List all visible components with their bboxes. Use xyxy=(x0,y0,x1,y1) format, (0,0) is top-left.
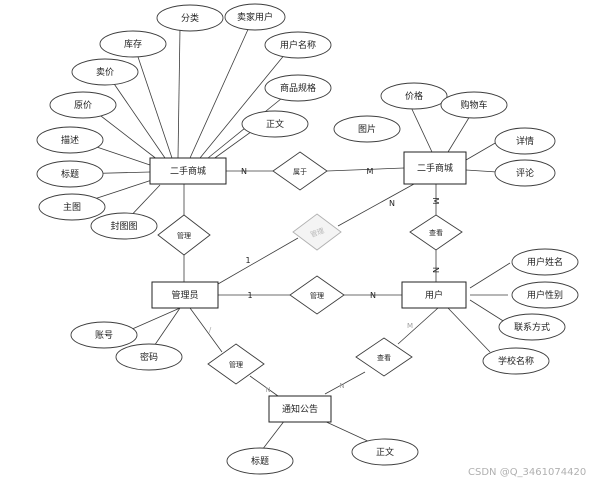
attribute-detail: 详情 xyxy=(494,127,556,155)
attribute-mainimg: 主图 xyxy=(38,193,106,221)
attribute-username: 用户名称 xyxy=(264,31,332,59)
svg-text:联系方式: 联系方式 xyxy=(514,321,550,333)
relationship-manage-user: 管理 xyxy=(289,275,345,315)
cardinality-manage-user: N xyxy=(370,291,376,300)
attribute-school: 学校名称 xyxy=(482,347,550,375)
attribute-picture: 图片 xyxy=(333,115,401,143)
entity-admin: 管理员 xyxy=(151,281,219,309)
entity-user: 用户 xyxy=(401,281,467,309)
cardinality-manage-notice: N xyxy=(265,386,270,394)
relationship-view: 查看 xyxy=(409,214,463,251)
attribute-coverimg: 封图图 xyxy=(90,212,158,240)
svg-text:卖家用户: 卖家用户 xyxy=(237,11,273,23)
attribute-category: 分类 xyxy=(156,4,224,32)
relationship-belongs: 属于 xyxy=(272,151,328,191)
cardinality-mall-belongs: N xyxy=(241,167,247,176)
svg-text:购物车: 购物车 xyxy=(460,99,487,111)
attribute-password: 密码 xyxy=(115,343,183,371)
attribute-stock: 库存 xyxy=(99,30,167,58)
svg-text:通知公告: 通知公告 xyxy=(282,403,318,415)
attribute-body1: 正文 xyxy=(241,110,309,138)
cardinality-labels: N M N 1 M N 1 N / N N M xyxy=(209,167,440,394)
svg-text:商品规格: 商品规格 xyxy=(280,82,316,94)
svg-text:标题: 标题 xyxy=(251,455,269,467)
svg-text:管理: 管理 xyxy=(310,291,324,300)
svg-text:用户性别: 用户性别 xyxy=(527,289,563,301)
svg-text:二手商城: 二手商城 xyxy=(170,165,206,177)
cardinality-admin-notice: / xyxy=(209,326,212,334)
svg-text:管理员: 管理员 xyxy=(171,289,198,301)
svg-text:用户名称: 用户名称 xyxy=(280,39,316,51)
relationship-manage-mall: 管理 xyxy=(157,214,211,256)
attribute-body2: 正文 xyxy=(351,438,419,466)
attribute-desc: 描述 xyxy=(36,126,104,154)
svg-text:二手商城: 二手商城 xyxy=(417,162,453,174)
cardinality-faint-mall2: N xyxy=(389,199,395,208)
svg-text:分类: 分类 xyxy=(181,12,199,24)
entity-notice: 通知公告 xyxy=(268,395,332,423)
attribute-gender: 用户性别 xyxy=(511,281,579,309)
cardinality-belongs-mall2: M xyxy=(367,167,374,176)
entity-mall2: 二手商城 xyxy=(403,151,467,185)
cardinality-view-user: N xyxy=(431,267,440,273)
svg-text:卖价: 卖价 xyxy=(96,67,114,78)
svg-text:正文: 正文 xyxy=(266,118,284,130)
attribute-realname: 用户姓名 xyxy=(511,248,579,276)
relationship-manage-faint: 管理 xyxy=(292,213,342,251)
svg-text:价格: 价格 xyxy=(405,90,423,102)
entity-mall: 二手商城 xyxy=(149,157,227,185)
cardinality-admin-faint: 1 xyxy=(245,256,250,265)
attribute-cart: 购物车 xyxy=(440,91,508,119)
attribute-seller: 卖家用户 xyxy=(224,3,286,31)
svg-text:详情: 详情 xyxy=(516,135,534,147)
svg-text:查看: 查看 xyxy=(429,228,443,237)
svg-text:管理: 管理 xyxy=(229,360,243,369)
attribute-title1: 标题 xyxy=(36,160,104,188)
cardinality-view-notice: N xyxy=(339,382,344,390)
relationship-view-notice: 查看 xyxy=(355,337,413,377)
svg-text:库存: 库存 xyxy=(124,38,142,50)
attribute-account: 账号 xyxy=(70,321,138,349)
svg-text:属于: 属于 xyxy=(293,168,307,176)
attribute-contact: 联系方式 xyxy=(498,313,566,341)
attribute-spec: 商品规格 xyxy=(264,74,332,102)
attribute-price-sell: 卖价 xyxy=(71,58,139,86)
svg-text:学校名称: 学校名称 xyxy=(498,355,534,367)
watermark: CSDN @Q_3461074420 xyxy=(468,467,586,478)
svg-text:查看: 查看 xyxy=(377,353,391,362)
attribute-price-orig: 原价 xyxy=(49,91,117,119)
svg-text:图片: 图片 xyxy=(358,123,376,135)
svg-text:正文: 正文 xyxy=(376,446,394,458)
svg-text:用户姓名: 用户姓名 xyxy=(527,256,563,268)
attribute-title2: 标题 xyxy=(226,447,294,475)
cardinality-admin-manage: 1 xyxy=(247,291,252,300)
svg-text:账号: 账号 xyxy=(95,330,113,341)
svg-text:标题: 标题 xyxy=(61,168,79,180)
svg-text:封图图: 封图图 xyxy=(110,220,137,232)
svg-text:管理: 管理 xyxy=(177,231,191,240)
svg-text:描述: 描述 xyxy=(61,134,79,146)
relationship-manage-notice: 管理 xyxy=(207,343,265,385)
svg-text:用户: 用户 xyxy=(425,289,443,301)
cardinality-mall2-view: M xyxy=(431,198,440,205)
cardinality-user-view: M xyxy=(407,322,413,330)
svg-text:原价: 原价 xyxy=(74,100,92,111)
attribute-comment: 评论 xyxy=(494,159,556,187)
svg-text:密码: 密码 xyxy=(140,351,158,363)
svg-text:主图: 主图 xyxy=(63,201,81,213)
svg-text:评论: 评论 xyxy=(516,167,534,179)
attribute-price: 价格 xyxy=(380,82,448,110)
